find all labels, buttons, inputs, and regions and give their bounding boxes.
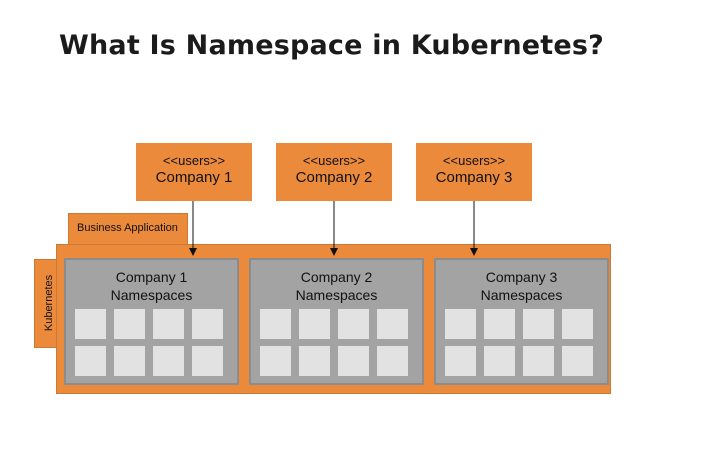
namespace-cell [153,309,184,339]
namespace-cell [445,309,476,339]
namespace-cell [377,346,408,376]
namespace-cell [562,346,593,376]
namespace-cell [523,346,554,376]
namespace-cell [153,346,184,376]
namespace-title-line1: Company 3 [485,269,558,285]
business-application-label: Business Application [77,222,178,234]
namespace-cell [192,309,223,339]
namespace-cell [299,346,330,376]
arrowhead-company-3 [470,248,478,256]
namespace-cell [338,309,369,339]
arrowhead-company-1 [189,248,197,256]
arrowhead-company-2 [330,248,338,256]
namespace-cell [75,309,106,339]
namespace-cell [484,309,515,339]
users-stereotype: <<users>> [162,153,226,168]
users-box-company-1: <<users>> Company 1 [136,143,252,201]
users-box-company-3: <<users>> Company 3 [416,143,532,201]
users-company-name: Company 3 [435,169,513,186]
namespace-title-line2: Namespaces [295,287,378,303]
namespace-title: Company 3 Namespaces [436,268,607,304]
namespace-title-line1: Company 2 [300,269,373,285]
namespace-cell [114,346,145,376]
namespace-cell [114,309,145,339]
namespace-title-line2: Namespaces [110,287,193,303]
namespace-cell [260,346,291,376]
users-company-name: Company 1 [155,169,233,186]
namespace-title-line2: Namespaces [480,287,563,303]
namespace-cell [377,309,408,339]
namespace-title: Company 2 Namespaces [251,268,422,304]
users-stereotype: <<users>> [302,153,366,168]
namespace-cell [260,309,291,339]
namespace-cell [523,309,554,339]
namespace-cell [562,309,593,339]
business-application-tab: Business Application [68,213,188,245]
namespace-cell [299,309,330,339]
namespace-cell [338,346,369,376]
namespace-title: Company 1 Namespaces [66,268,237,304]
namespace-cell [484,346,515,376]
namespace-cell [192,346,223,376]
users-company-name: Company 2 [295,169,373,186]
users-stereotype: <<users>> [442,153,506,168]
namespace-title-line1: Company 1 [115,269,188,285]
users-box-company-2: <<users>> Company 2 [276,143,392,201]
namespace-cell [445,346,476,376]
page-title: What Is Namespace in Kubernetes? [59,30,605,61]
namespace-cell [75,346,106,376]
